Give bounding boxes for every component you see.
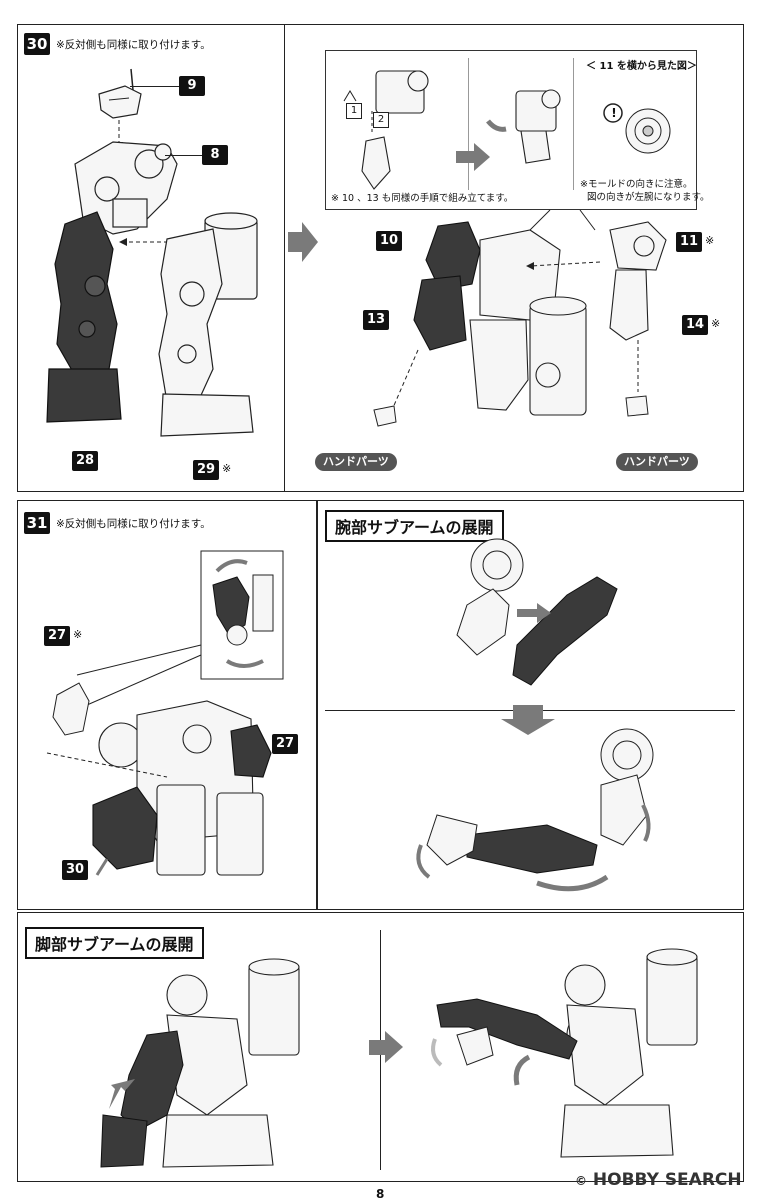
inset-note: ※ 10 、13 も同様の手順で組み立てます。 — [331, 193, 514, 204]
part-29-label: 29 — [193, 460, 219, 480]
part-9-leader — [130, 86, 179, 87]
arm-section-illustration — [416, 538, 654, 892]
step-30-number: 30 — [24, 33, 50, 55]
step-30-left-illustration — [46, 68, 258, 437]
leg-section-illustration — [100, 948, 698, 1168]
arm-section-title: 腕部サブアームの展開 — [325, 510, 504, 542]
hand-parts-label-right: ハンドパーツ — [616, 453, 698, 471]
part-14-label: 14 — [682, 315, 708, 335]
part-9-label: 9 — [179, 76, 205, 96]
part-29-mark: ※ — [222, 462, 232, 475]
head-part-drawing — [98, 68, 142, 119]
order-box-1: 1 — [346, 103, 362, 119]
part-8-leader — [165, 155, 202, 156]
step-30-gray-arrow — [288, 222, 318, 262]
arm-section-frame — [317, 500, 744, 910]
watermark-symbol: © — [575, 1174, 587, 1188]
inset-assembly-drawing — [343, 70, 671, 190]
caution-icon: ! — [611, 106, 617, 120]
part-27-label-left: 27 — [44, 626, 70, 646]
page-number: 8 — [376, 1187, 385, 1201]
step-31-number: 31 — [24, 512, 50, 534]
side-view-note-1: ※モールドの向きに注意。 — [580, 179, 693, 190]
side-view-title: ＜ 11 を横から見た図＞ — [586, 61, 697, 72]
part-27-mark: ※ — [73, 628, 83, 641]
part-10-label: 10 — [376, 231, 402, 251]
leg-28-drawing — [46, 211, 122, 423]
leg-29-drawing — [158, 212, 258, 437]
watermark-text: HOBBY SEARCH — [592, 1170, 742, 1190]
part-28-label: 28 — [72, 451, 98, 471]
part-11-label: 11 — [676, 232, 702, 252]
step-31-frame — [17, 500, 317, 910]
part-11-mark: ※ — [705, 234, 715, 247]
step-30-divider — [284, 24, 285, 492]
leg-section-frame — [17, 912, 744, 1182]
part-8-label: 8 — [202, 145, 228, 165]
part-13-label: 13 — [363, 310, 389, 330]
part-30-label: 30 — [62, 860, 88, 880]
part-27-label-right: 27 — [272, 734, 298, 754]
step-30-note: ※反対側も同様に取り付けます。 — [56, 39, 211, 51]
step-31-illustration — [46, 550, 284, 876]
inset-divider-1 — [468, 58, 469, 190]
order-box-2: 2 — [373, 112, 389, 128]
hand-parts-label-left: ハンドパーツ — [315, 453, 397, 471]
leg-section-title: 脚部サブアームの展開 — [25, 927, 204, 959]
watermark: © HOBBY SEARCH — [575, 1170, 742, 1190]
side-view-note-2: 図の向きが左腕になります。 — [587, 192, 710, 203]
step-31-note: ※反対側も同様に取り付けます。 — [56, 518, 211, 530]
part-14-mark: ※ — [711, 317, 721, 330]
step-30-right-illustration — [373, 209, 667, 427]
torso-drawing — [74, 141, 178, 235]
inset-divider-2 — [573, 58, 574, 190]
step-30-frame — [17, 24, 744, 492]
